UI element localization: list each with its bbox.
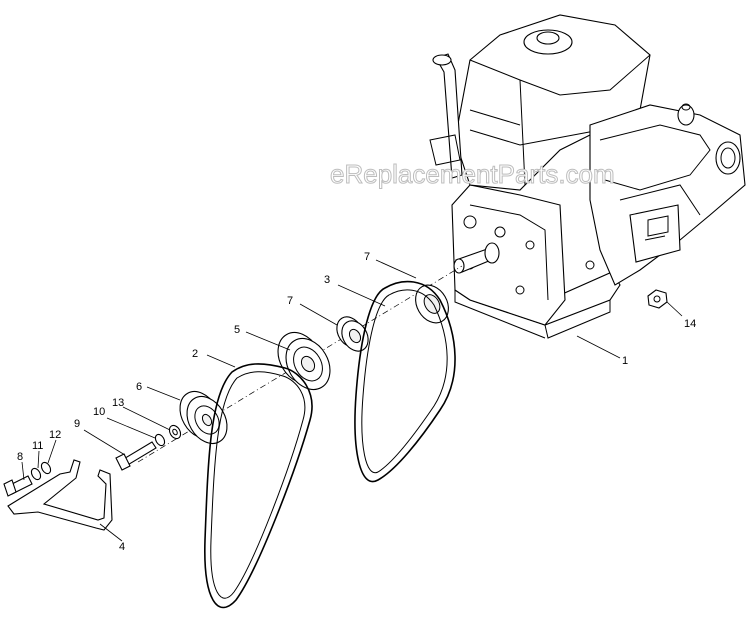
callout-7-upper: 7	[364, 251, 370, 263]
callout-7-lower: 7	[287, 295, 293, 307]
engine	[429, 14, 746, 339]
callout-10: 10	[93, 406, 105, 418]
watermark: eReplacementParts.com	[330, 159, 615, 189]
nut-14	[647, 289, 668, 309]
bracket	[7, 459, 113, 531]
callout-11: 11	[32, 440, 43, 452]
callout-2: 2	[192, 348, 198, 360]
belt-lower	[204, 363, 313, 609]
washer-10	[154, 433, 166, 447]
callout-12: 12	[49, 429, 61, 441]
callout-4: 4	[119, 541, 125, 553]
bolt-8	[3, 475, 33, 497]
bolt-9	[115, 441, 157, 471]
callout-8: 8	[17, 451, 23, 463]
callouts: 1 2 3 4 5 6 7 7 8 9 10 11 12 13 14	[17, 251, 696, 553]
washer-13	[168, 424, 182, 440]
spacer-upper	[415, 284, 449, 324]
washers-11-12	[30, 461, 52, 481]
callout-13: 13	[112, 397, 124, 409]
belt-upper	[354, 280, 456, 483]
callout-5: 5	[234, 324, 240, 336]
callout-9: 9	[74, 418, 80, 430]
idler-pulley	[179, 391, 228, 444]
callout-6: 6	[136, 381, 142, 393]
callout-14: 14	[684, 318, 696, 330]
leader-lines	[21, 259, 683, 542]
spacer-lower	[336, 316, 369, 352]
shaft-centerline	[137, 265, 463, 463]
callout-1: 1	[622, 355, 628, 367]
callout-3: 3	[324, 274, 330, 286]
pulley-large	[277, 332, 331, 390]
